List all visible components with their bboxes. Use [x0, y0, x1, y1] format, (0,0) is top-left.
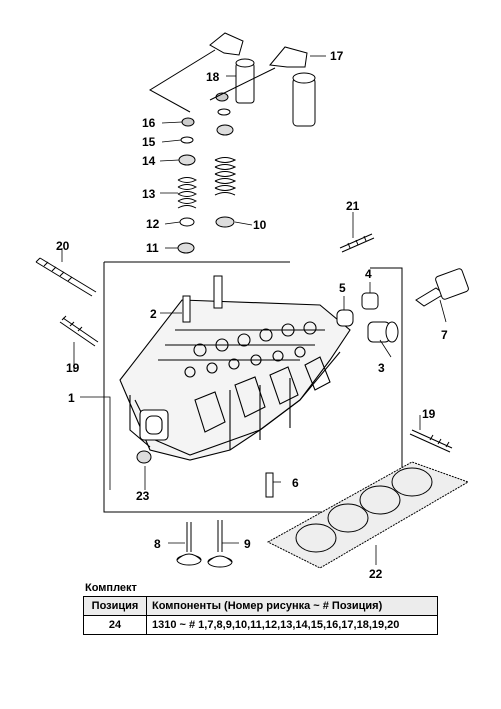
- callout-7: 7: [441, 328, 448, 342]
- column-header-components: Компоненты (Номер рисунка ~ # Позиция): [146, 596, 438, 616]
- plug-4: [361, 292, 379, 310]
- callout-12: 12: [146, 217, 160, 231]
- callout-20: 20: [56, 239, 70, 253]
- valve-spring-stack-right: [214, 92, 237, 228]
- callout-15: 15: [142, 135, 156, 149]
- cylinder-head-exploded-diagram: 1 2 3 4 5 6 7 8 9 10 11 12 13 14 15 16 1…: [35, 32, 470, 580]
- leader-lines: [61, 55, 447, 565]
- callout-10: 10: [253, 218, 267, 232]
- temperature-sensor: [415, 268, 469, 307]
- callout-4: 4: [365, 267, 372, 281]
- head-gasket: [266, 461, 470, 569]
- valve-spring-stack-left: [177, 117, 198, 254]
- callout-18: 18: [206, 70, 220, 84]
- callout-13: 13: [142, 187, 156, 201]
- callout-3: 3: [378, 361, 385, 375]
- kit-components-cell: 1310 ~ # 1,7,8,9,10,11,12,13,14,15,16,17…: [146, 615, 438, 635]
- valve-guide-long: [213, 275, 223, 309]
- lifter-left: [209, 32, 255, 104]
- callout-1: 1: [68, 391, 75, 405]
- stud-19-right: [409, 429, 453, 453]
- dowel-pin: [265, 472, 274, 498]
- callout-21: 21: [346, 199, 360, 213]
- lifter-right: [269, 46, 316, 127]
- callout-6: 6: [292, 476, 299, 490]
- stud-21: [339, 233, 375, 253]
- callout-19-left: 19: [66, 361, 80, 375]
- callout-11: 11: [146, 241, 159, 255]
- callout-23: 23: [136, 489, 150, 503]
- kit-table: Позиция Компоненты (Номер рисунка ~ # По…: [83, 596, 438, 635]
- valve-guide: [182, 295, 191, 323]
- callout-16: 16: [142, 116, 156, 130]
- kit-section: Комплект Позиция Компоненты (Номер рисун…: [83, 582, 438, 635]
- callout-17: 17: [330, 49, 344, 63]
- callout-labels: 1 2 3 4 5 6 7 8 9 10 11 12 13 14 15 16 1…: [56, 49, 448, 580]
- callout-22: 22: [369, 567, 383, 580]
- cap-23: [136, 450, 152, 464]
- callout-9: 9: [244, 537, 251, 551]
- cylinder-head: [119, 299, 351, 461]
- callout-8: 8: [154, 537, 161, 551]
- head-bolt-20: [35, 257, 97, 297]
- callout-2: 2: [150, 307, 157, 321]
- column-header-position: Позиция: [83, 596, 147, 616]
- kit-table-header: Позиция Компоненты (Номер рисунка ~ # По…: [83, 596, 438, 616]
- table-row: 24 1310 ~ # 1,7,8,9,10,11,12,13,14,15,16…: [83, 615, 438, 635]
- stud-19-left: [59, 315, 99, 347]
- kit-position-cell: 24: [83, 615, 147, 635]
- plug-5: [336, 309, 354, 327]
- valve-exhaust: [207, 520, 233, 568]
- plug-3: [367, 321, 399, 343]
- kit-title: Комплект: [85, 582, 137, 594]
- callout-14: 14: [142, 154, 156, 168]
- callout-5: 5: [339, 281, 346, 295]
- valve-intake: [176, 522, 202, 566]
- callout-19-right: 19: [422, 407, 436, 421]
